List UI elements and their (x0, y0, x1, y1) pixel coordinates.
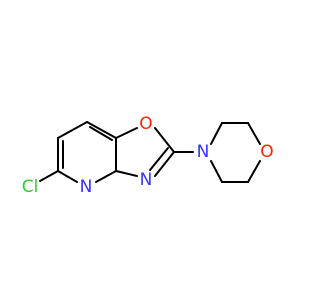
bond-c7a-o-a (115, 132, 128, 139)
bond-o-c2-a (154, 127, 166, 141)
bond-c2-nox-a (163, 151, 175, 165)
bond-c2-nox-inner-b (149, 158, 160, 171)
bond-omorph-c3-b (247, 170, 255, 183)
structure-diagram: Cl N N O N O (0, 0, 300, 300)
atom-label-layer: Cl N N O N O (22, 114, 274, 197)
bond-c7a-o-b (125, 127, 138, 134)
atom-label-n-oxazole: N (140, 170, 153, 190)
bond-c2-omorph-b (253, 132, 261, 145)
bond-nox-c3a-b (115, 170, 128, 175)
bond-c6-c7 (57, 121, 88, 139)
bond-c3a-npyr-b (95, 175, 107, 183)
atom-label-o-oxazole: O (139, 114, 152, 134)
bond-cl-c5-b (48, 170, 59, 177)
bond-nmorph-c1-a (210, 132, 218, 145)
bond-c4-nmorph-b (210, 160, 218, 173)
background (0, 0, 300, 300)
bond-cl-c5-a (39, 175, 50, 182)
bond-omorph-c3-a (253, 160, 261, 173)
bond-c3a-npyr-a (105, 170, 117, 178)
bond-npyr-c5-a (66, 175, 78, 183)
bond-c2-omorph-a (247, 122, 255, 135)
bond-layer (39, 121, 261, 183)
atom-label-o-morpholine: O (260, 142, 273, 162)
bond-nmorph-c1-b (215, 122, 223, 135)
bond-c2-nox-b (154, 163, 166, 177)
atom-label-n-pyridine: N (80, 177, 93, 197)
atom-label-n-morpholine: N (197, 142, 210, 162)
atom-label-cl: Cl (22, 177, 39, 197)
bond-c7-c7a (86, 121, 117, 139)
bond-c4-nmorph-a (215, 170, 223, 183)
bond-nox-c3a-a (125, 172, 138, 177)
bond-o-c2-b (163, 139, 175, 153)
bond-npyr-c5-b (57, 170, 69, 178)
bond-c7-c7a-inner (89, 126, 113, 141)
bond-c2-nox-inner-a (158, 147, 169, 160)
